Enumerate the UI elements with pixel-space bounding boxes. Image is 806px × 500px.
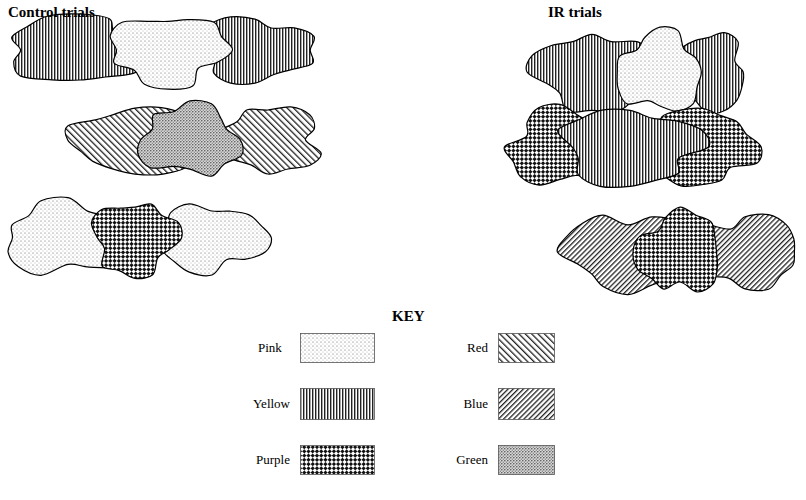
blob-shape [138,100,244,176]
legend-swatch [300,333,375,363]
key-heading: KEY [392,308,425,325]
blob-shape [558,109,710,187]
legend-swatch [498,333,555,363]
blob-shape [633,207,718,292]
legend-swatch [498,445,555,475]
legend-swatch [498,388,555,420]
panel-heading: IR trials [548,4,602,21]
legend-label: Yellow [253,396,290,412]
blob-shape [110,20,232,90]
blob-shape [617,27,701,111]
legend-label: Blue [463,396,488,412]
legend-label: Green [456,452,488,468]
legend-label: Red [467,340,488,356]
blob-shape [91,204,182,279]
legend-label: Pink [258,340,282,356]
legend-swatch [300,445,375,475]
panel-heading: Control trials [8,4,95,21]
legend-swatch [300,388,375,420]
legend-label: Purple [256,452,290,468]
